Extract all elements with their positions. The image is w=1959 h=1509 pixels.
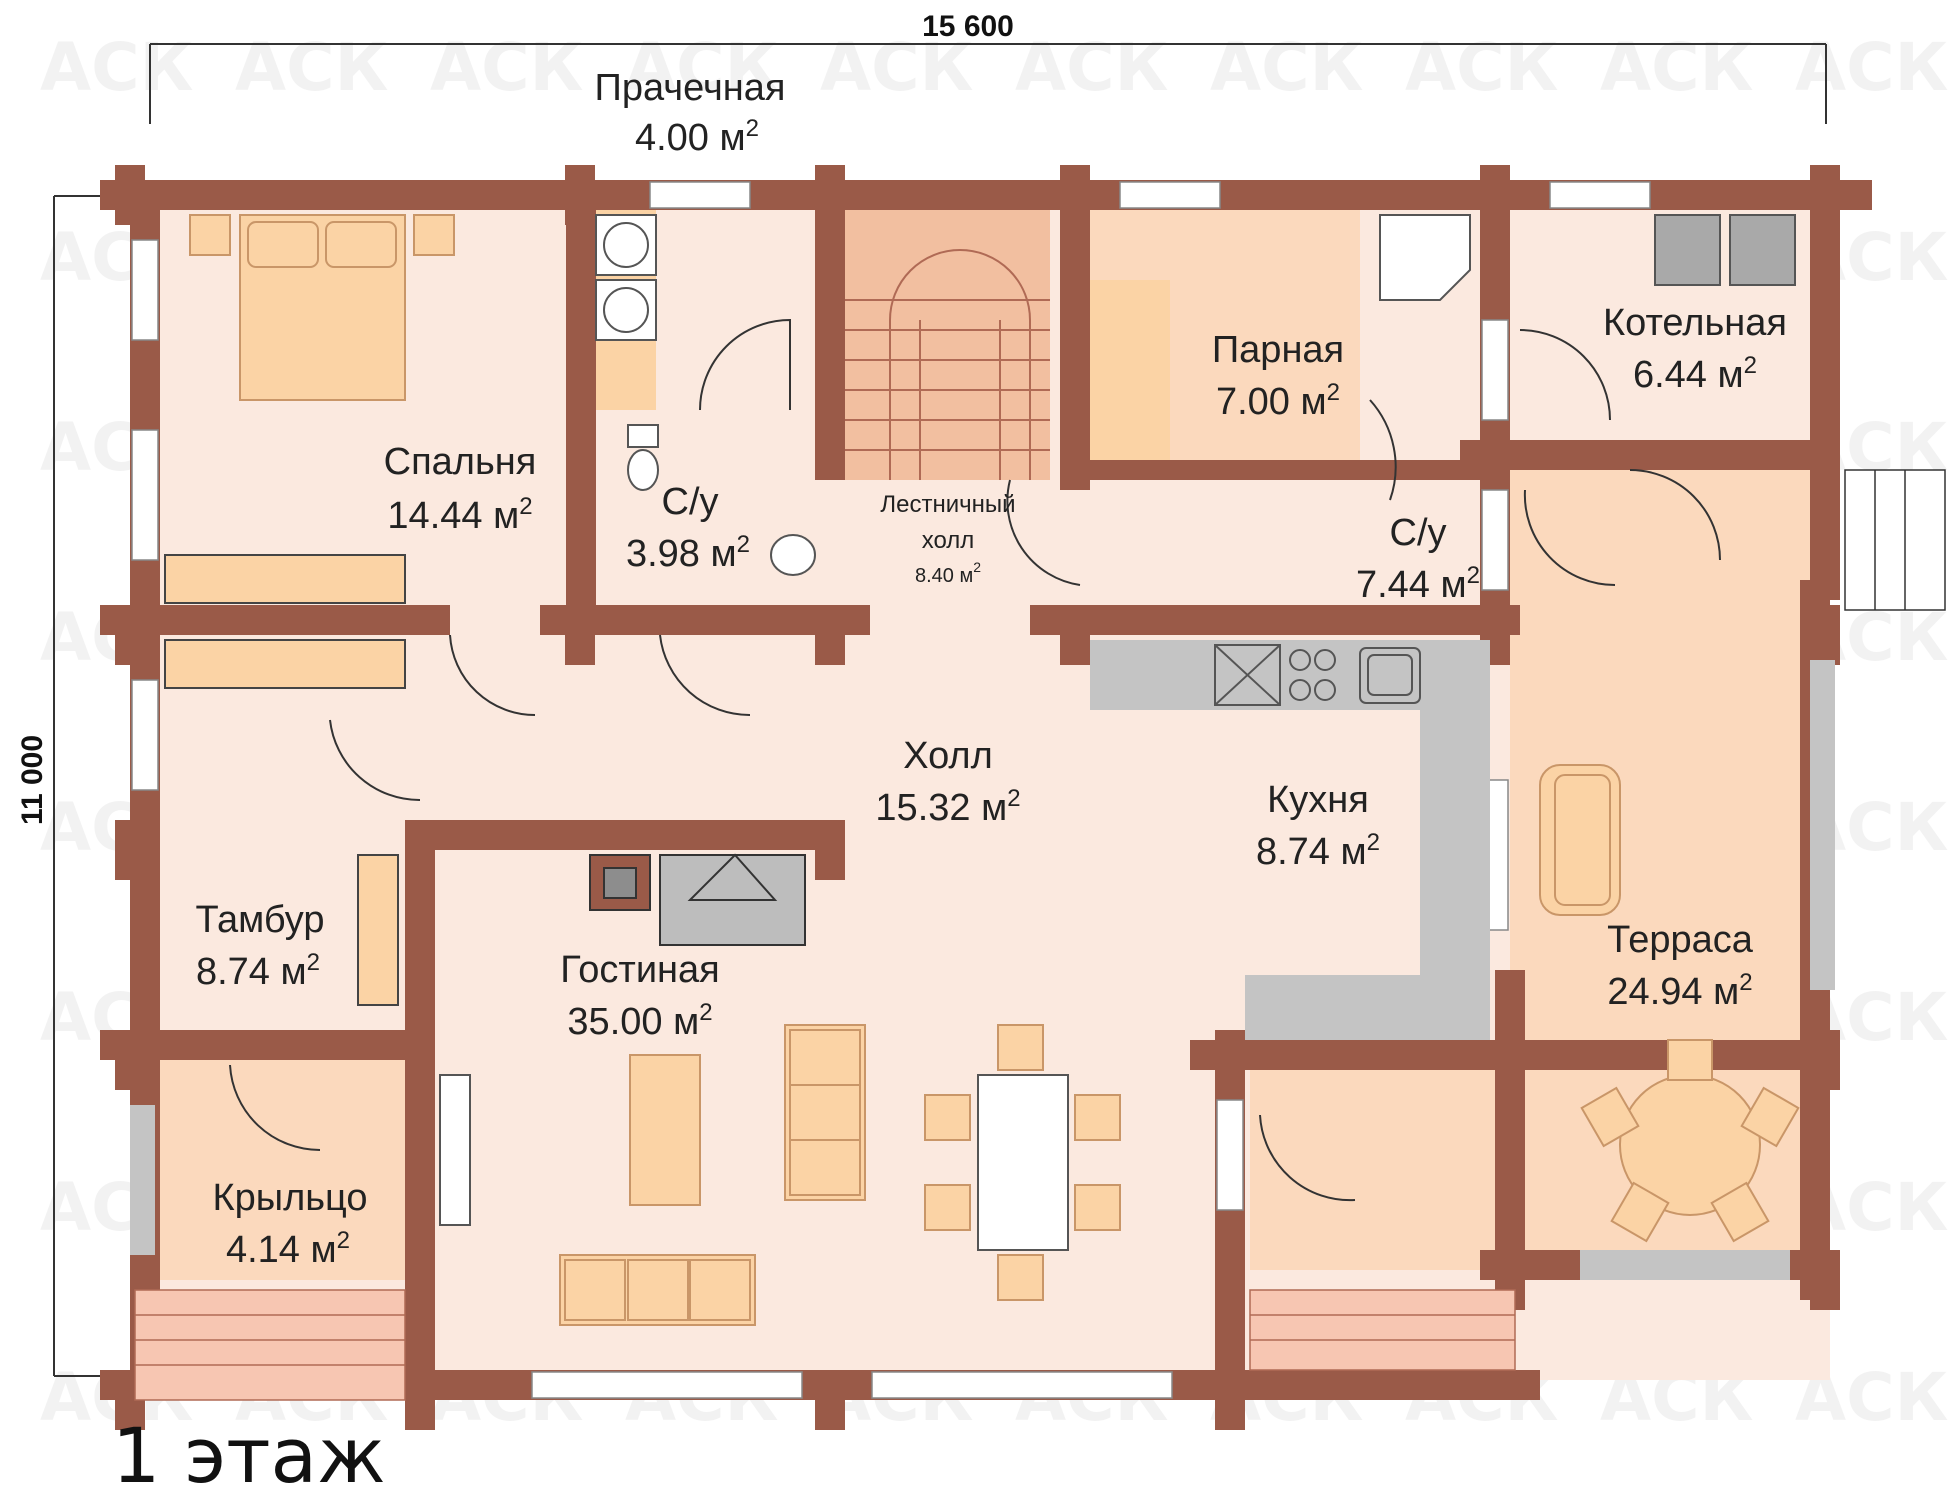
wall-post [1810,1250,1840,1310]
watermark-text: АСК [1210,29,1363,106]
dimension-width: 15 600 [149,10,1827,124]
wall-post [1215,1370,1245,1430]
wall-post [815,165,845,225]
wardrobes [164,554,406,1006]
fireplace [589,853,806,946]
room-hall-name: Холл [903,735,993,777]
wall-post [565,605,595,665]
room-porch-area: 4.14 м2 [226,1227,350,1271]
watermark-text: АСК [1405,29,1558,106]
wall-post [815,820,845,880]
wall-post [115,820,145,880]
wall-post [115,1030,145,1090]
wall-post [815,605,845,665]
wall-post [1060,165,1090,225]
room-bedroom-area: 14.44 м2 [387,493,532,537]
room-terrace-area: 24.94 м2 [1607,969,1752,1013]
room-steam-name: Парная [1212,329,1344,371]
kitchen-counter [130,640,1835,1280]
watermark-text: АСК [1015,29,1168,106]
watermark-text: АСК [820,29,973,106]
room-laundry-area: 4.00 м2 [635,115,759,159]
room-living-area: 35.00 м2 [567,999,712,1043]
wall-post [815,1370,845,1430]
room-terrace-name: Терраса [1607,919,1754,961]
wall-post [405,1370,435,1430]
height-label: 11 000 [16,735,49,825]
wall-post [1810,165,1840,225]
room-laundry-name: Прачечная [595,67,786,109]
room-hall-area: 15.32 м2 [875,785,1020,829]
wall-posts [115,165,1840,1430]
wall-post [1810,605,1840,665]
room-wc1-name: С/у [662,481,719,523]
windows [131,181,1651,1399]
wall-post [115,605,145,665]
room-vestibule-name: Тамбур [196,899,325,941]
watermark-text: АСК [430,29,583,106]
room-wc2-name: С/у [1390,512,1447,554]
wall-post [1810,1030,1840,1090]
room-stairhall-name1: Лестничный [880,491,1015,518]
room-porch-name: Крыльцо [212,1177,367,1219]
watermark-text: АСК [235,29,388,106]
wall-post [1480,165,1510,225]
wall-post [1215,1030,1245,1090]
wall-post [115,165,145,225]
living-furniture [439,764,1621,1326]
terrace-table [1580,1039,1800,1243]
wall-post [405,1030,435,1090]
staircase [840,249,1050,480]
room-bedroom-name: Спальня [384,441,537,483]
watermark-text: АСК [1795,29,1948,106]
kitchen-appliances [1214,644,1421,706]
room-vestibule-area: 8.74 м2 [196,949,320,993]
room-steam-area: 7.00 м2 [1216,379,1340,423]
porch-steps [134,469,1946,1401]
room-boiler-area: 6.44 м2 [1633,352,1757,396]
doors [229,318,1721,1202]
bathroom-fixtures [595,214,1796,576]
room-stairhall-area: 8.40 м2 [915,559,981,587]
wall-post [565,165,595,225]
room-stairhall-name2: холл [922,527,975,554]
watermark-text: АСК [1600,29,1753,106]
wall-post [405,820,435,880]
floor-label: 1 этаж [112,1411,386,1500]
width-label: 15 600 [922,10,1014,43]
bed [189,214,455,401]
room-kitchen-name: Кухня [1267,779,1369,821]
room-living-name: Гостиная [560,949,720,991]
room-wc2-area: 7.44 м2 [1356,562,1480,606]
room-labels: Прачечная 4.00 м2 Спальня 14.44 м2 С/у 3… [196,67,1787,1271]
room-kitchen-area: 8.74 м2 [1256,829,1380,873]
watermark-text: АСК [40,29,193,106]
room-wc1-area: 3.98 м2 [626,531,750,575]
room-boiler-name: Котельная [1603,302,1787,344]
wall-post [1060,605,1090,665]
watermark-text: АСК [625,29,778,106]
wall-post [1495,1030,1525,1090]
